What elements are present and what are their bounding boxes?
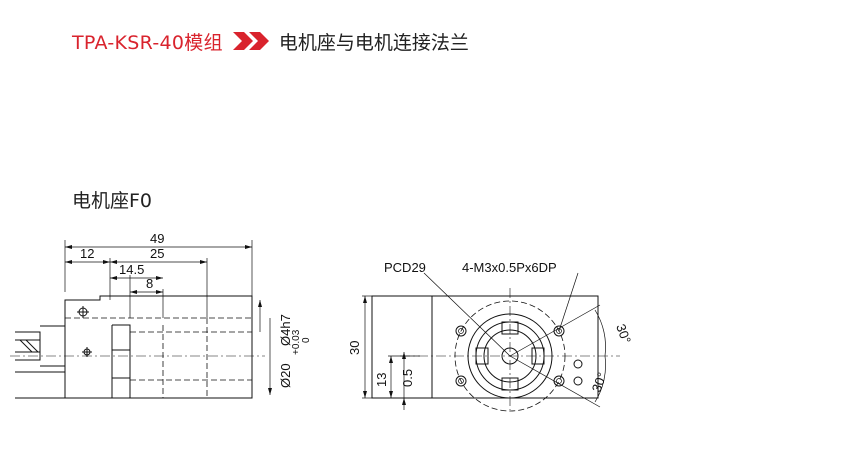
dim-tol-upper: +0.03: [291, 329, 302, 355]
pcd-label: PCD29: [384, 260, 426, 275]
thread-spec-label: 4-M3x0.5Px6DP: [462, 260, 557, 275]
screw-symbol: [77, 306, 89, 318]
dim-offset-0-5: 0.5: [400, 369, 415, 387]
side-view: 49 12 25 14.5 8: [10, 231, 312, 399]
front-view: PCD29 4-M3x0.5Px6DP 30° 30° 30 13 0.5: [347, 260, 634, 412]
dim-height-13: 13: [374, 373, 389, 387]
screw-symbol: [82, 347, 92, 357]
angle-top-label: 30°: [613, 322, 634, 346]
dim-height-30: 30: [347, 341, 362, 355]
page-header: TPA-KSR-40模组 电机座与电机连接法兰: [72, 26, 469, 56]
dim-8: 8: [146, 276, 153, 291]
page-subtitle: 电机座与电机连接法兰: [278, 31, 469, 54]
dim-pilot: Ø20: [278, 363, 293, 388]
dim-bore: Ø4h7: [278, 314, 293, 346]
screw-hole: [553, 375, 565, 387]
dim-25: 25: [150, 246, 164, 261]
screw-hole: [455, 375, 467, 387]
model-title: TPA-KSR-40模组: [72, 31, 223, 54]
dim-overall-length: 49: [150, 231, 164, 246]
section-label: 电机座F0: [72, 190, 153, 212]
screw-hole: [455, 325, 467, 337]
dim-14-5: 14.5: [119, 262, 144, 277]
dim-tol-lower: 0: [301, 337, 312, 343]
double-chevron-right-icon: [232, 32, 269, 50]
angle-bottom-label: 30°: [589, 370, 610, 394]
dim-12: 12: [80, 246, 94, 261]
